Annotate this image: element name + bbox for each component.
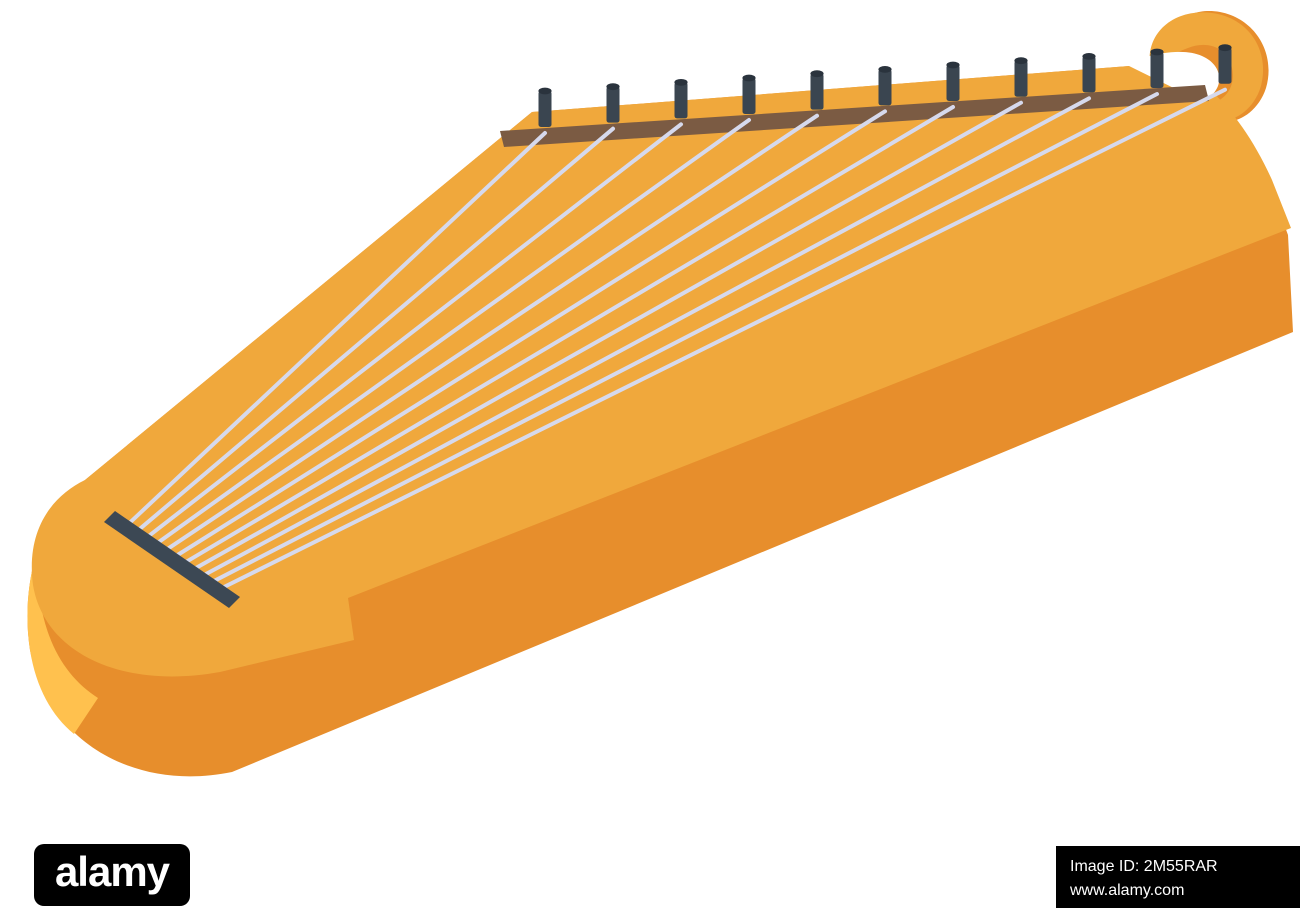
peg-rail-strip (500, 85, 1209, 147)
body-left-highlight (27, 480, 98, 734)
image-info-bar: Image ID: 2M55RAR www.alamy.com (1056, 846, 1300, 908)
scroll-hook (1149, 12, 1264, 121)
string-lines (120, 87, 1227, 594)
image-id-label: Image ID: 2M55RAR (1070, 858, 1218, 875)
tuning-pegs (538, 44, 1232, 127)
kantele-body (27, 11, 1294, 777)
alamy-website-url: www.alamy.com (1070, 882, 1185, 899)
alamy-logo-watermark: alamy (34, 844, 190, 906)
alamy-logo-text: alamy (54, 848, 170, 895)
bridge (104, 511, 240, 608)
